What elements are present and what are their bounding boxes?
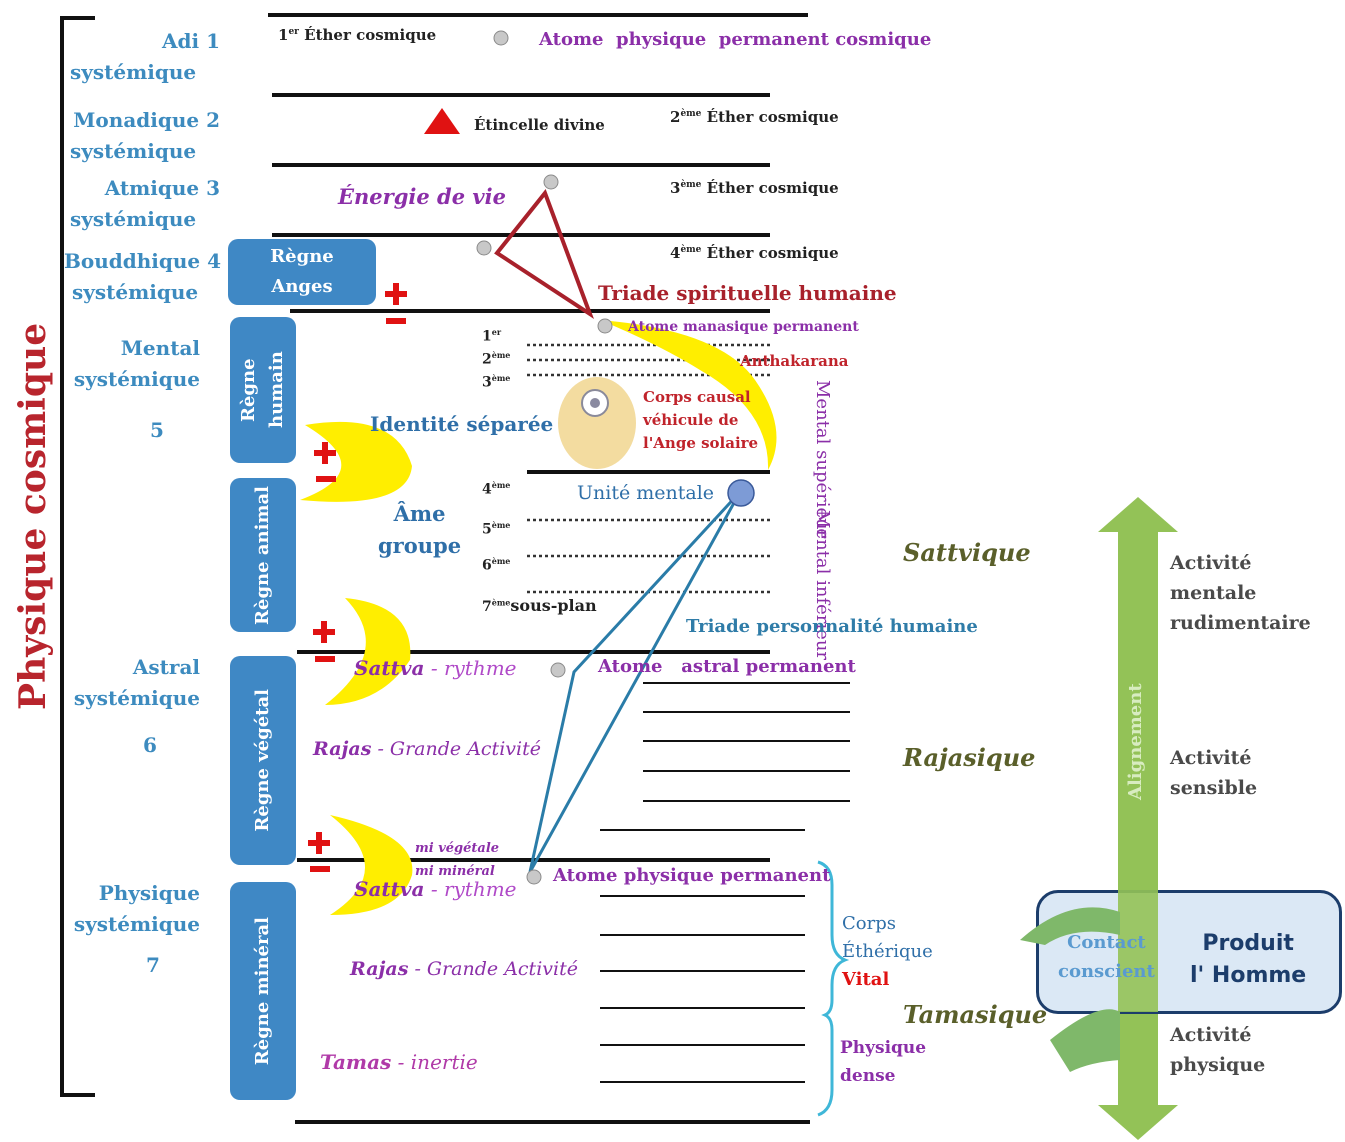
cosmic-bracket bbox=[60, 16, 95, 1097]
triade-spirituelle-label: Triade spirituelle humaine bbox=[598, 281, 897, 305]
level-atmique: Atmique 3 systémique bbox=[70, 176, 220, 231]
ether-2: 2ème Éther cosmique bbox=[670, 108, 839, 126]
quality-sattvique: Sattvique bbox=[903, 538, 1031, 567]
alignement-label: Alignement bbox=[1125, 683, 1146, 800]
regne-mineral: Règne minéral bbox=[230, 882, 296, 1100]
antahkarana-label: Anthakarana bbox=[740, 352, 849, 370]
atome-physique-label: Atome physique permanent bbox=[553, 865, 831, 886]
mental-unit-sphere bbox=[727, 479, 755, 507]
ether-4: 4ème Éther cosmique bbox=[670, 244, 839, 262]
produit-homme-label: Produit l' Homme bbox=[1190, 931, 1307, 988]
level-astral: Astral systémique bbox=[73, 655, 200, 710]
atome-manasique-label: Atome manasique permanent bbox=[628, 319, 859, 335]
subplane-4: 4ème bbox=[482, 480, 511, 498]
regne-vegetal: Règne végétal bbox=[230, 656, 296, 865]
triade-personnalite-label: Triade personnalité humaine bbox=[686, 616, 978, 637]
subplane-1: 1er bbox=[482, 327, 502, 345]
subplane-7: 7èmesous-plan bbox=[482, 596, 597, 615]
level-physique: Physique systémique bbox=[73, 881, 200, 936]
ether-3: 3ème Éther cosmique bbox=[670, 179, 839, 197]
ame-groupe-label: Âme groupe bbox=[378, 501, 462, 558]
corps-etherique-label: Corps Éthérique Vital bbox=[842, 913, 933, 990]
guna-rajas-physique: Rajas - Grande Activité bbox=[350, 958, 578, 980]
physique-dense-label: Physique dense bbox=[840, 1038, 927, 1086]
divine-spark-triangle bbox=[424, 108, 460, 134]
level-monadique: Monadique 2 systémique bbox=[70, 108, 220, 163]
etincelle-label: Étincelle divine bbox=[474, 116, 605, 134]
atom-sparkle-icons bbox=[476, 30, 613, 885]
subplane-2: 2ème bbox=[482, 350, 511, 368]
atome-cosmique-label: Atome physique permanent cosmique bbox=[539, 29, 932, 50]
activite-physique: Activité physique bbox=[1170, 1024, 1266, 1076]
ether-1: 1er Éther cosmique bbox=[278, 26, 437, 44]
side-title: Physique cosmique bbox=[12, 322, 54, 710]
activite-sensible: Activité sensible bbox=[1170, 747, 1258, 799]
level-bouddhique: Bouddhique 4 systémique bbox=[64, 249, 222, 304]
level-mental-number: 5 bbox=[150, 418, 164, 442]
level-adi: Adi 1 systémique bbox=[70, 29, 220, 84]
mi-vegetale-label: mi végétale bbox=[415, 841, 500, 856]
level-astral-number: 6 bbox=[143, 733, 157, 757]
body-braces bbox=[817, 860, 850, 1117]
identite-label: Identité séparée bbox=[370, 412, 554, 436]
regne-animal: Règne animal bbox=[230, 478, 296, 632]
atome-astral-label: Atome astral permanent bbox=[598, 656, 856, 677]
regne-anges: Règne Anges bbox=[228, 239, 376, 305]
level-mental: Mental systémique bbox=[73, 336, 200, 391]
subplane-3: 3ème bbox=[482, 373, 511, 391]
causal-body bbox=[558, 377, 636, 469]
quality-rajasique: Rajasique bbox=[903, 743, 1036, 772]
subplane-6: 6ème bbox=[482, 556, 511, 574]
spiritual-triad-triangle bbox=[494, 188, 594, 320]
astral-sublines bbox=[600, 682, 850, 831]
antahkarana-arc bbox=[600, 320, 777, 470]
guna-sattva-astral: Sattva - rythme bbox=[354, 656, 517, 680]
mental-superieur-label: Mental supérieur bbox=[812, 380, 833, 539]
energie-label: Énergie de vie bbox=[338, 184, 506, 209]
guna-rajas-astral: Rajas - Grande Activité bbox=[313, 738, 541, 760]
level-physique-number: 7 bbox=[146, 953, 160, 977]
personality-triad-lines bbox=[528, 490, 742, 873]
corps-causal-label: Corps causal véhicule de l'Ange solaire bbox=[643, 388, 759, 452]
quality-tamasique: Tamasique bbox=[903, 1000, 1048, 1029]
physical-sublines bbox=[600, 895, 805, 1083]
guna-sattva-physique: Sattva - rythme bbox=[354, 877, 517, 901]
guna-tamas: Tamas - inertie bbox=[320, 1050, 478, 1074]
alignment-arrow bbox=[1098, 497, 1178, 1140]
activite-mentale: Activité mentale rudimentaire bbox=[1170, 552, 1311, 634]
plus-minus-signs bbox=[308, 283, 407, 872]
unite-mentale-label: Unité mentale bbox=[577, 482, 715, 504]
regne-humain: Règne humain bbox=[230, 317, 296, 463]
contact-conscient-label: Contact conscient bbox=[1058, 932, 1155, 982]
subplane-5: 5ème bbox=[482, 520, 511, 538]
yellow-crescents bbox=[300, 421, 413, 915]
mental-inferieur-label: Mental inférieur bbox=[812, 510, 833, 661]
mi-mineral-label: mi minéral bbox=[415, 864, 495, 879]
